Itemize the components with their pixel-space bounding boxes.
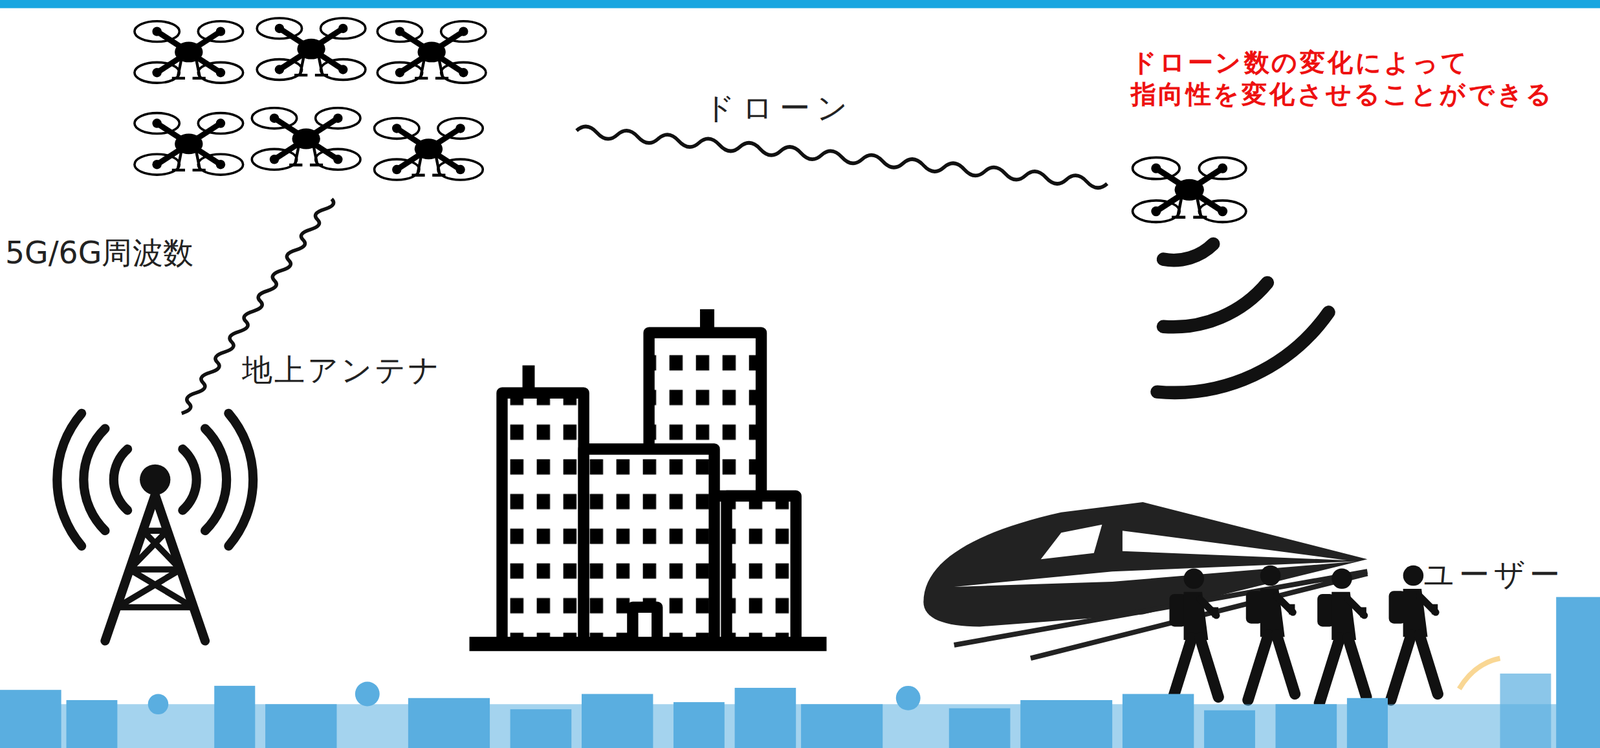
building [469, 309, 827, 651]
user-label: ユーザー [1423, 556, 1565, 594]
antenna-label: 地上アンテナ [241, 351, 442, 389]
frequency-label: 5G/6G周波数 [5, 234, 194, 272]
signal-arcs [1157, 243, 1329, 393]
drone-link-wave [576, 126, 1107, 188]
ground-antenna [56, 413, 253, 642]
drone-swarm [134, 18, 486, 180]
users [1169, 565, 1438, 704]
top-bar [0, 0, 1600, 9]
single-drone [1132, 157, 1247, 222]
train [923, 502, 1368, 658]
link-label: ドローン [703, 89, 855, 127]
red-note: ドローン数の変化によって 指向性を変化させることができる [1130, 47, 1596, 112]
cityscape [0, 597, 1600, 748]
